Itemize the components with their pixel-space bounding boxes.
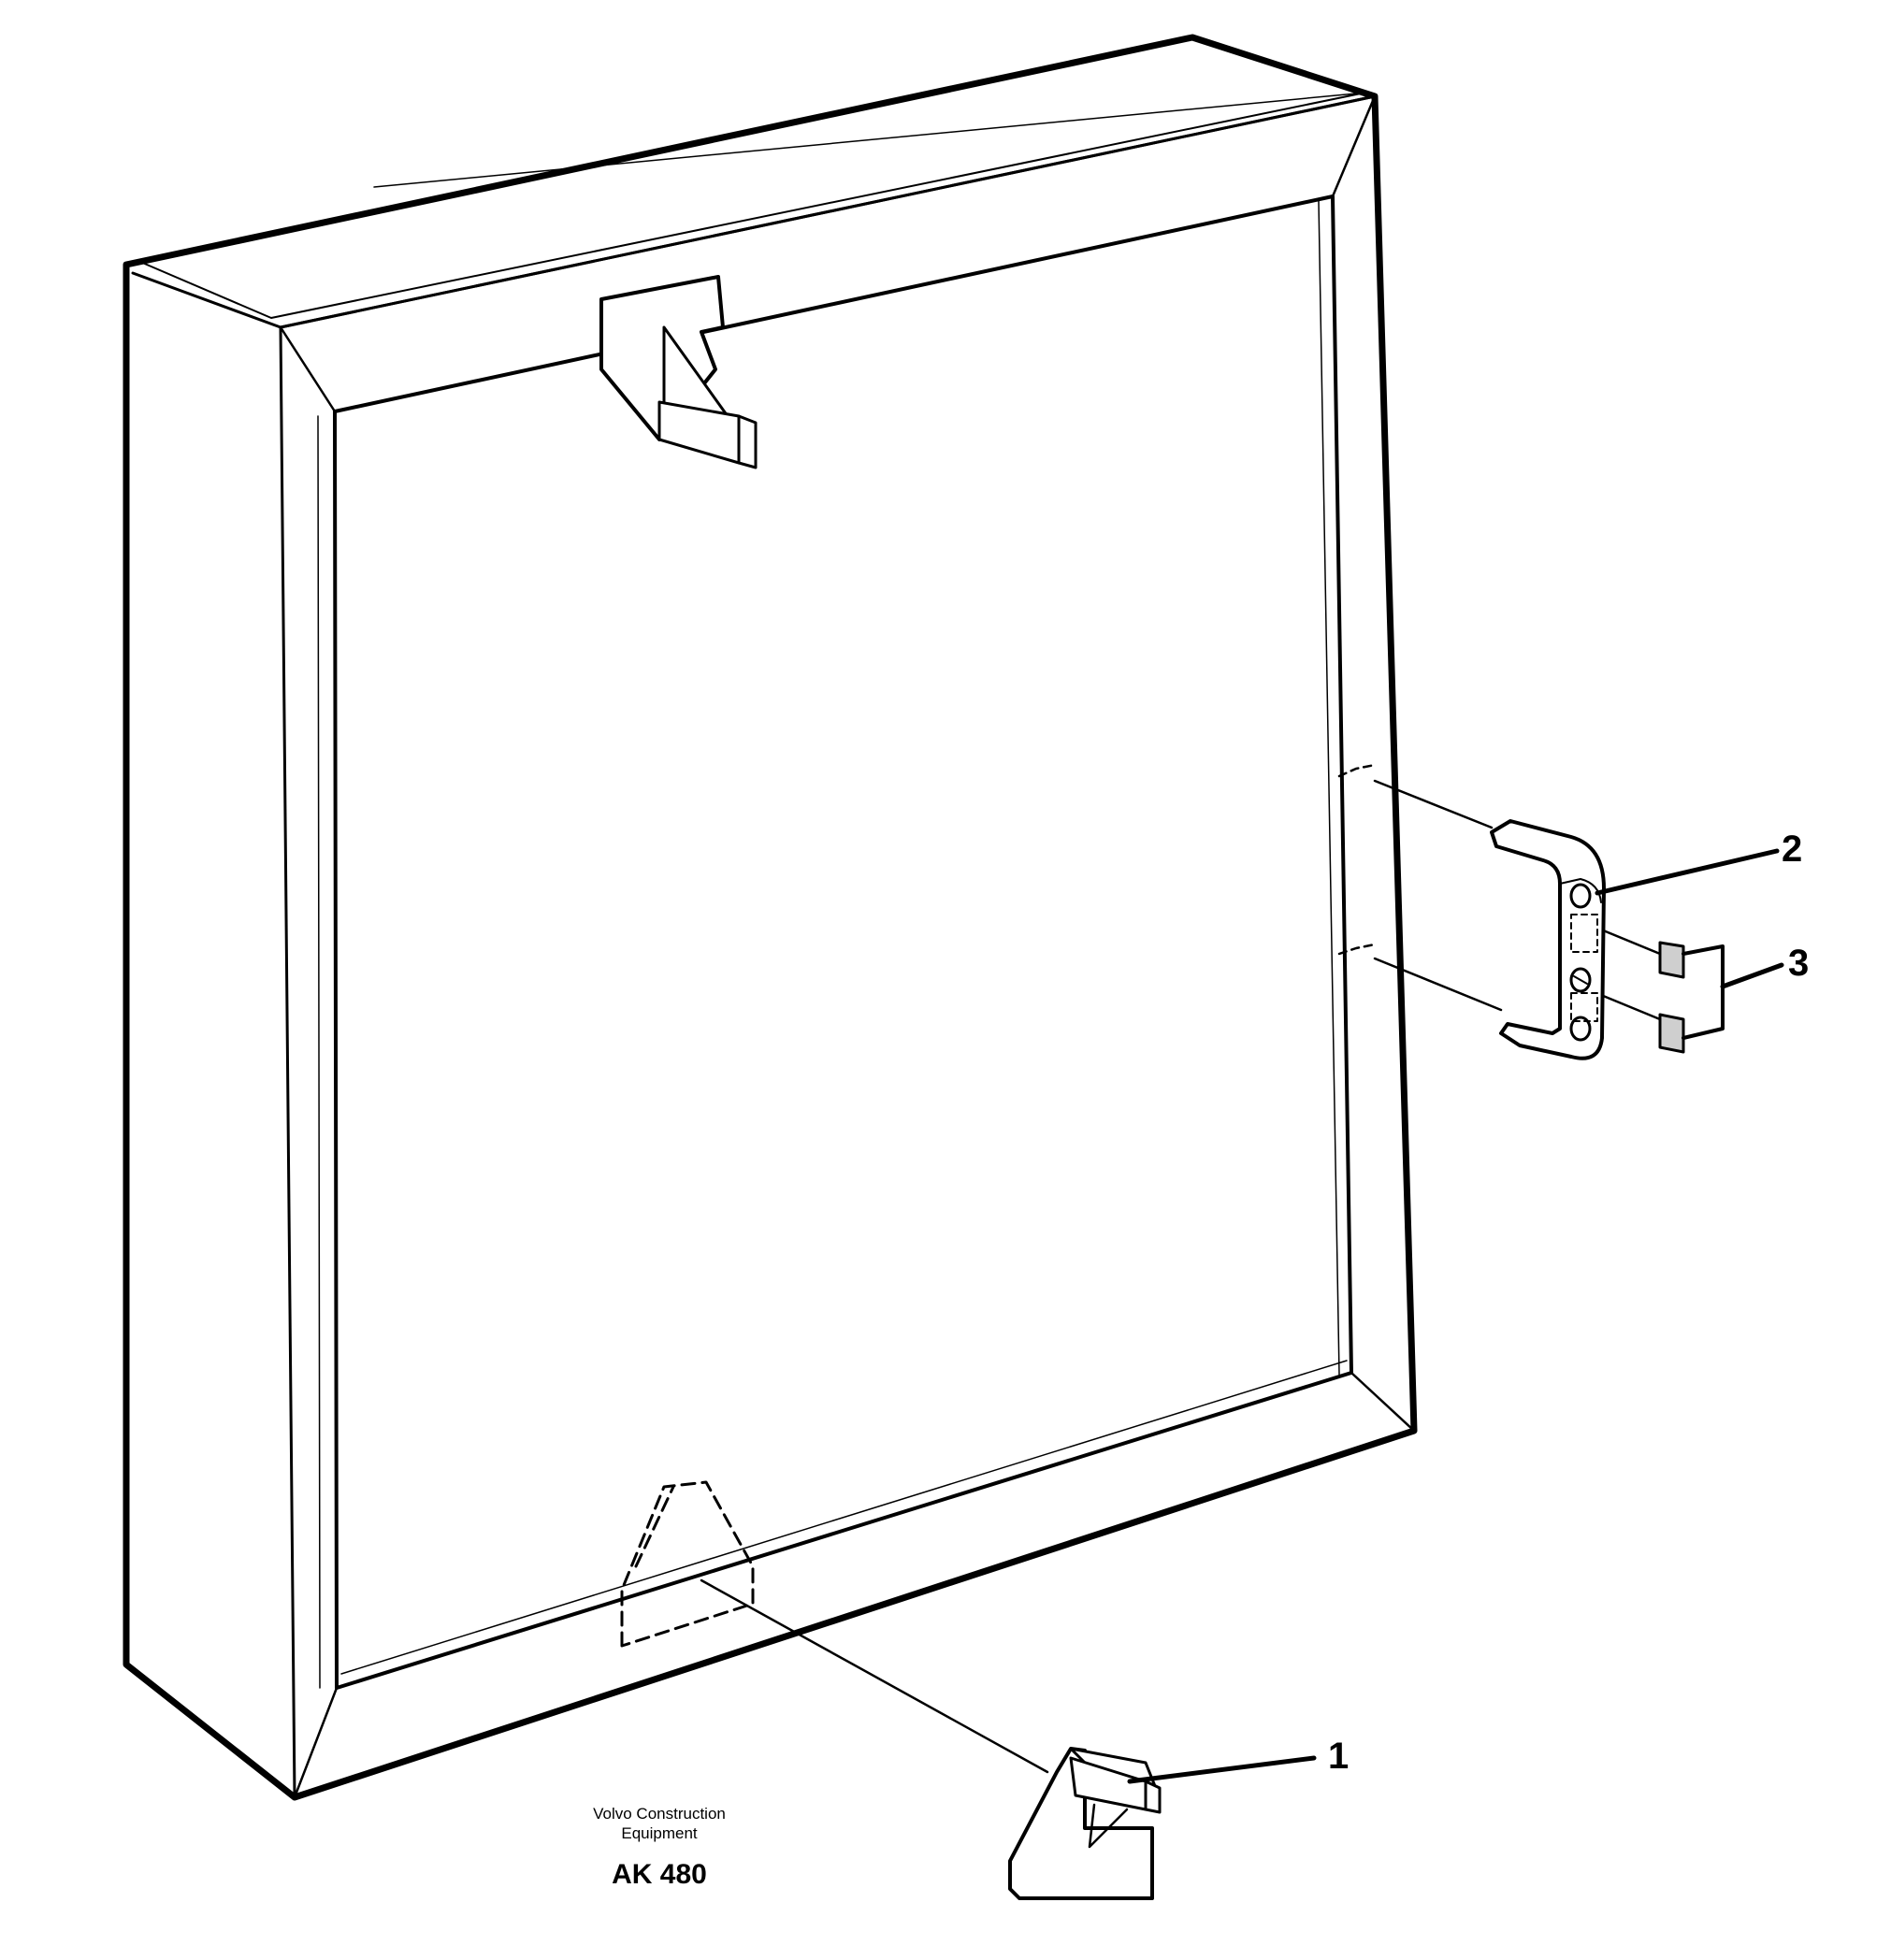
frame-right-inner-line (1318, 200, 1340, 1376)
bevel-corner-tr (1331, 94, 1377, 198)
frame-top-fine-line (373, 93, 1357, 188)
callout-leaders (1127, 848, 1784, 1784)
leader-clip-top (1373, 779, 1494, 829)
callout-leader-2 (1595, 848, 1780, 896)
pad-upper (1658, 941, 1685, 979)
panel-frame (123, 34, 1418, 1801)
frame-bottom-inner-line (340, 1360, 1348, 1675)
callout-leader-3 (1720, 962, 1784, 989)
bottom-bracket-hidden (620, 1480, 755, 1648)
clip-mount-marks-bottom (1337, 943, 1377, 956)
part-2-side-clip (1490, 819, 1606, 1060)
callout-leader-1 (1127, 1755, 1317, 1784)
part-1-lower-bracket (1008, 1747, 1162, 1900)
pad-lower (1658, 1013, 1685, 1054)
company-name-line2: Equipment (621, 1824, 698, 1842)
callout-number-1: 1 (1328, 1736, 1350, 1777)
leader-clip-bottom (1373, 957, 1503, 1012)
frame-left-side-line (280, 326, 296, 1798)
top-hook-bracket (599, 275, 758, 469)
bevel-corner-br (1350, 1371, 1416, 1433)
bevel-corner-tl (279, 325, 337, 413)
company-name-line1: Volvo Construction (593, 1805, 726, 1823)
callout-number-3: 3 (1788, 943, 1810, 984)
drawing-code: AK 480 (612, 1859, 707, 1890)
pads-bracket-line (1682, 944, 1725, 1040)
callout-number-2: 2 (1782, 829, 1803, 870)
clip-mount-marks-top (1337, 763, 1377, 778)
bevel-corner-bl (293, 1686, 339, 1799)
part-3-pads (1658, 941, 1725, 1054)
frame-top-face-double (139, 93, 1362, 319)
frame-left-inner-line (317, 415, 321, 1689)
assembly-leader-lines (700, 763, 1662, 1774)
leader-bottom-bracket (700, 1578, 1049, 1774)
